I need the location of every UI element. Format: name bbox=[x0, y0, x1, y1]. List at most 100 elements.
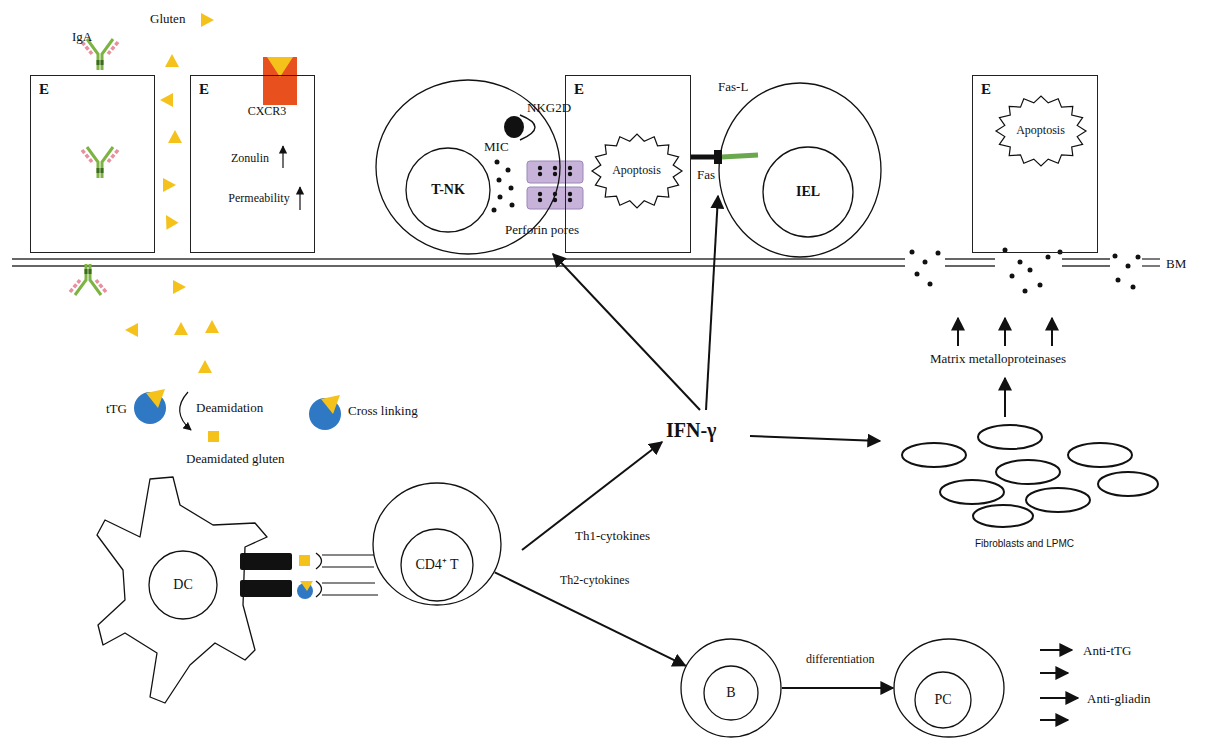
epithelial-cell: E Apoptosis bbox=[972, 75, 1098, 253]
gluten-triangle bbox=[165, 54, 179, 67]
bm-line bbox=[945, 265, 995, 266]
cell-nucleus bbox=[149, 551, 217, 619]
starburst bbox=[592, 134, 682, 208]
cell-membrane bbox=[894, 639, 1004, 737]
annotation-label: IFN-γ bbox=[666, 419, 716, 442]
bm-line bbox=[1142, 258, 1160, 259]
fibroblast bbox=[902, 443, 966, 467]
bm-line bbox=[12, 265, 905, 266]
cell-nucleus bbox=[401, 529, 473, 601]
cell-connector bbox=[782, 687, 893, 689]
granule-dot bbox=[1116, 278, 1121, 283]
iga-antibody bbox=[70, 264, 106, 295]
plasma-cell-outline bbox=[893, 638, 1005, 738]
cell-membrane bbox=[681, 639, 781, 737]
node-label: B bbox=[726, 685, 735, 700]
node-text: Zonulin bbox=[231, 152, 269, 165]
mmp-arrow bbox=[1051, 318, 1053, 346]
granule-dot bbox=[1136, 255, 1141, 260]
tcr bbox=[316, 553, 322, 569]
mmp-arrow bbox=[957, 318, 959, 346]
granule-dot bbox=[497, 178, 502, 183]
mmp-arrow bbox=[1004, 378, 1006, 417]
gluten-bound bbox=[300, 581, 313, 591]
node-label: E bbox=[574, 81, 584, 98]
cell-nucleus bbox=[704, 666, 758, 720]
dc-membrane bbox=[97, 477, 267, 703]
annotation-label: BM bbox=[1166, 256, 1186, 272]
node-label: CD4⁺ T bbox=[415, 557, 459, 572]
gluten-triangle bbox=[201, 13, 214, 27]
node-label: Apoptosis bbox=[1016, 124, 1065, 137]
perforin-dot bbox=[553, 166, 557, 170]
perforin-dot bbox=[538, 198, 542, 202]
gluten-bound bbox=[146, 389, 165, 408]
perforin-dot bbox=[568, 172, 572, 176]
mhc-molecule bbox=[240, 553, 292, 570]
granule-dot bbox=[510, 203, 515, 208]
annotation-label: Fas bbox=[697, 167, 715, 183]
cd4-t-cell-outline bbox=[372, 482, 502, 606]
epithelial-cell: E bbox=[30, 75, 155, 253]
tcr bbox=[316, 581, 322, 597]
cxcr3-receptor bbox=[263, 57, 297, 105]
plasma-cell: PC bbox=[893, 638, 1005, 738]
cell-nucleus bbox=[915, 672, 971, 728]
epithelial-cell: E Apoptosis bbox=[565, 75, 691, 253]
deamidation-arrow bbox=[180, 392, 191, 430]
antibody-arrow bbox=[1040, 649, 1072, 651]
gluten-triangle bbox=[174, 322, 188, 335]
gluten-triangle bbox=[160, 93, 173, 107]
apoptosis-burst: Apoptosis bbox=[995, 95, 1087, 167]
gluten-triangle bbox=[125, 323, 138, 337]
ifn-arrow bbox=[553, 254, 700, 410]
granule-dots bbox=[492, 160, 1141, 294]
fibroblasts bbox=[902, 425, 1158, 527]
b-cell: B bbox=[680, 638, 782, 738]
granule-dot bbox=[1058, 250, 1063, 255]
gluten-bound bbox=[321, 395, 340, 414]
apoptosis-burst: Apoptosis bbox=[591, 133, 683, 209]
node-label: IEL bbox=[796, 184, 820, 199]
th1-arrow bbox=[522, 442, 662, 550]
granule-dot bbox=[1038, 283, 1043, 288]
granule-dot bbox=[1028, 268, 1033, 273]
tcr-stem bbox=[322, 566, 374, 567]
nkg2d-receptor bbox=[520, 115, 535, 140]
annotation-label: Anti-tTG bbox=[1083, 643, 1131, 659]
cell-nucleus bbox=[763, 147, 853, 237]
annotation-label: NKG2D bbox=[527, 100, 571, 116]
increase-arrow bbox=[299, 187, 300, 210]
iel-cell-outline bbox=[718, 82, 882, 258]
tcr-stem bbox=[322, 594, 378, 595]
granule-dot bbox=[509, 186, 514, 191]
fas-ligand bbox=[722, 155, 758, 157]
granule-dot bbox=[1018, 260, 1023, 265]
cell-membrane bbox=[719, 83, 881, 257]
annotation-label: tTG bbox=[106, 401, 127, 417]
iga-antibody bbox=[82, 147, 118, 178]
fibroblast bbox=[973, 505, 1033, 527]
fibroblast bbox=[1098, 472, 1158, 496]
node-label: DC bbox=[173, 577, 192, 592]
bm-line bbox=[1142, 265, 1160, 266]
perforin-pore bbox=[527, 161, 583, 183]
fibroblast bbox=[1026, 488, 1090, 512]
node-label: E bbox=[39, 81, 49, 98]
basement-membrane bbox=[12, 259, 1160, 266]
starburst bbox=[996, 96, 1086, 166]
mhc-molecule bbox=[240, 580, 292, 597]
epithelial-cell: ECXCR3ZonulinPermeability bbox=[190, 75, 315, 253]
granule-dot bbox=[1131, 285, 1136, 290]
node-text: Permeability bbox=[228, 192, 289, 205]
fibroblast bbox=[1068, 443, 1132, 467]
gluten-triangle bbox=[168, 130, 182, 143]
annotation-label: IgA bbox=[72, 29, 92, 45]
node-label: E bbox=[981, 81, 991, 98]
granule-dot bbox=[910, 250, 915, 255]
increase-arrow bbox=[282, 146, 283, 168]
annotation-label: MIC bbox=[484, 139, 509, 155]
node-label: T-NK bbox=[431, 182, 465, 197]
cell-nucleus bbox=[406, 148, 490, 232]
cd4-t-cell: CD4⁺ T bbox=[372, 482, 502, 606]
